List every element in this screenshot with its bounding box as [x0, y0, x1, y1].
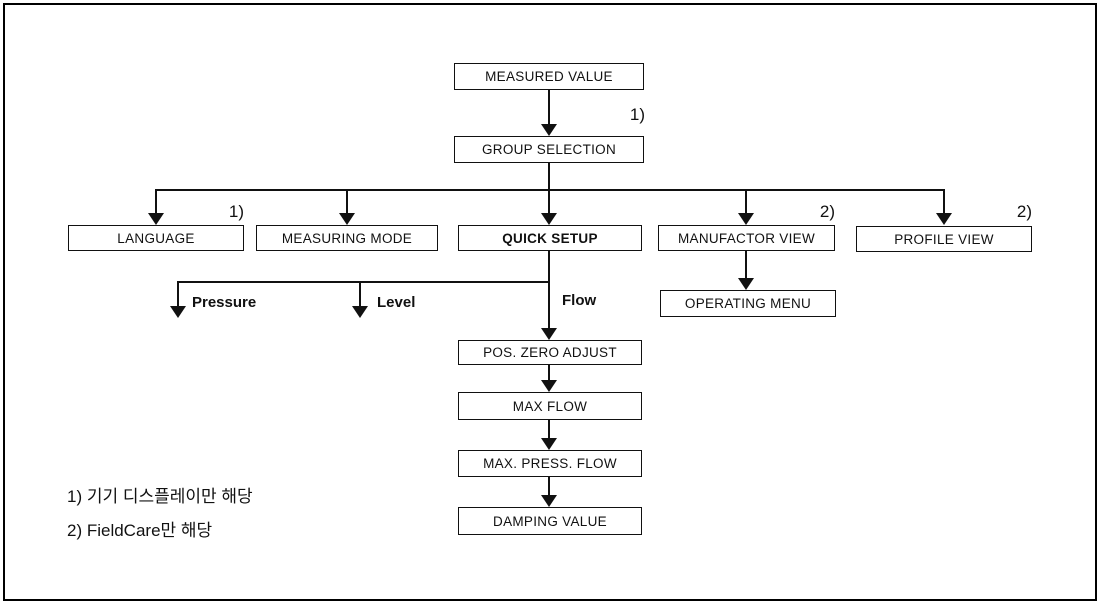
- node-measuring-mode: MEASURING MODE: [256, 225, 438, 251]
- footnote-ref-language: 1): [228, 202, 244, 221]
- arrow-down-icon: [541, 438, 557, 450]
- arrow-down-icon: [352, 306, 368, 318]
- connector-line: [548, 251, 550, 283]
- connector-line: [177, 281, 179, 307]
- arrow-down-icon: [541, 380, 557, 392]
- connector-line: [943, 189, 945, 214]
- node-profile-view: PROFILE VIEW: [856, 226, 1032, 252]
- connector-line: [548, 477, 550, 496]
- arrow-down-icon: [541, 213, 557, 225]
- arrow-down-icon: [541, 124, 557, 136]
- connector-line: [359, 281, 361, 307]
- arrow-down-icon: [936, 213, 952, 225]
- connector-line: [155, 189, 945, 191]
- node-max-flow: MAX FLOW: [458, 392, 642, 420]
- connector-line: [548, 90, 550, 125]
- arrow-down-icon: [541, 328, 557, 340]
- footnote-fieldcare: 2) FieldCare만 해당: [67, 521, 213, 540]
- arrow-down-icon: [738, 278, 754, 290]
- node-manufactor-view: MANUFACTOR VIEW: [658, 225, 835, 251]
- footnote-ref-manufactor-view: 2): [819, 202, 835, 221]
- footnote-device-display: 1) 기기 디스플레이만 해당: [67, 487, 253, 506]
- diagram-border: [3, 3, 1097, 601]
- node-measured-value: MEASURED VALUE: [454, 63, 644, 90]
- branch-label-level: Level: [377, 294, 416, 311]
- arrow-down-icon: [148, 213, 164, 225]
- node-quick-setup: QUICK SETUP: [458, 225, 642, 251]
- connector-line: [548, 365, 550, 381]
- node-operating-menu: OPERATING MENU: [660, 290, 836, 317]
- node-damping-value: DAMPING VALUE: [458, 507, 642, 535]
- node-language: LANGUAGE: [68, 225, 244, 251]
- node-group-selection: GROUP SELECTION: [454, 136, 644, 163]
- footnote-ref-group-selection: 1): [629, 105, 645, 124]
- connector-line: [177, 281, 550, 283]
- branch-label-pressure: Pressure: [192, 294, 257, 311]
- branch-label-flow: Flow: [562, 292, 597, 309]
- connector-line: [548, 281, 550, 328]
- connector-line: [548, 189, 550, 214]
- arrow-down-icon: [339, 213, 355, 225]
- node-pos-zero-adjust: POS. ZERO ADJUST: [458, 340, 642, 365]
- footnote-ref-profile-view: 2): [1016, 202, 1032, 221]
- connector-line: [155, 189, 157, 214]
- connector-line: [548, 420, 550, 439]
- arrow-down-icon: [170, 306, 186, 318]
- connector-line: [745, 251, 747, 279]
- arrow-down-icon: [541, 495, 557, 507]
- connector-line: [548, 163, 550, 191]
- connector-line: [346, 189, 348, 214]
- node-max-press-flow: MAX. PRESS. FLOW: [458, 450, 642, 477]
- connector-line: [745, 189, 747, 214]
- arrow-down-icon: [738, 213, 754, 225]
